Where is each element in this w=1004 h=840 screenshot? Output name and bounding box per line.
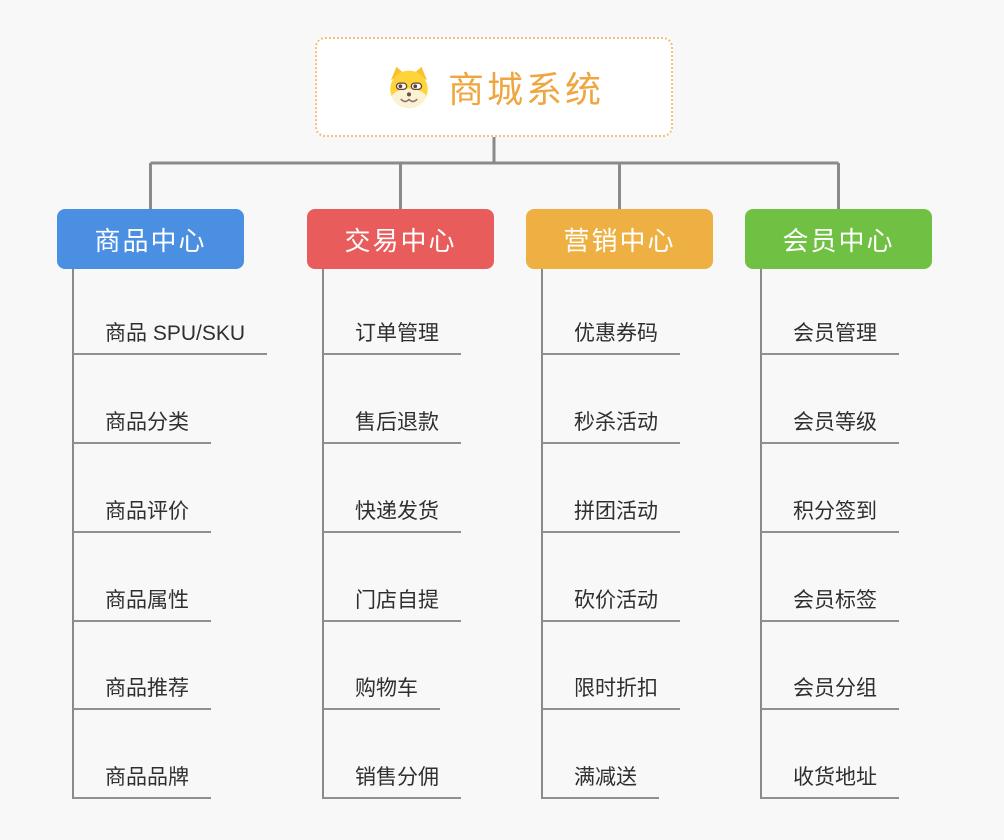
leaf-label: 限时折扣 — [574, 677, 658, 700]
leaf-label: 会员管理 — [793, 322, 877, 345]
leaf-label: 会员标签 — [793, 589, 877, 612]
leaf-label: 积分签到 — [793, 500, 877, 523]
leaf-item[interactable]: 商品 SPU/SKU — [73, 317, 268, 355]
leaf-item[interactable]: 优惠券码 — [542, 317, 680, 355]
branch-spine-line — [72, 269, 74, 799]
branch-node-3[interactable]: 营销中心 — [526, 209, 713, 269]
leaf-label: 会员等级 — [793, 411, 877, 434]
leaf-label: 商品 SPU/SKU — [105, 322, 246, 345]
leaf-item[interactable]: 砍价活动 — [542, 584, 680, 622]
branch-label: 商品中心 — [94, 225, 207, 256]
leaf-item[interactable]: 会员标签 — [761, 584, 899, 622]
leaf-item[interactable]: 快递发货 — [323, 495, 461, 533]
leaf-item[interactable]: 订单管理 — [323, 317, 461, 355]
leaf-label: 商品属性 — [105, 589, 189, 612]
leaf-label: 优惠券码 — [574, 322, 658, 345]
leaf-label: 商品分类 — [105, 411, 189, 434]
leaf-item[interactable]: 售后退款 — [323, 406, 461, 444]
leaf-item[interactable]: 拼团活动 — [542, 495, 680, 533]
dog-icon — [390, 66, 428, 109]
branch-label: 交易中心 — [344, 225, 457, 256]
leaf-item[interactable]: 会员管理 — [761, 317, 899, 355]
leaf-item[interactable]: 限时折扣 — [542, 672, 680, 710]
leaf-label: 商品评价 — [105, 500, 189, 523]
branch-node-2[interactable]: 交易中心 — [307, 209, 494, 269]
branch-label: 会员中心 — [782, 225, 895, 256]
leaf-item[interactable]: 销售分佣 — [323, 761, 461, 799]
leaf-label: 售后退款 — [355, 411, 439, 434]
leaf-label: 满减送 — [574, 766, 637, 789]
leaf-label: 秒杀活动 — [574, 411, 658, 434]
leaf-item[interactable]: 商品推荐 — [73, 672, 211, 710]
leaf-item[interactable]: 门店自提 — [323, 584, 461, 622]
leaf-item[interactable]: 会员分组 — [761, 672, 899, 710]
leaf-item[interactable]: 秒杀活动 — [542, 406, 680, 444]
leaf-label: 商品品牌 — [105, 766, 189, 789]
leaf-label: 销售分佣 — [355, 766, 439, 789]
branch-label: 营销中心 — [563, 225, 676, 256]
leaf-item[interactable]: 商品分类 — [73, 406, 211, 444]
leaf-item[interactable]: 商品评价 — [73, 495, 211, 533]
branch-spine-line — [541, 269, 543, 799]
leaf-label: 订单管理 — [355, 322, 439, 345]
leaf-item[interactable]: 积分签到 — [761, 495, 899, 533]
leaf-label: 砍价活动 — [574, 589, 658, 612]
leaf-label: 快递发货 — [355, 500, 439, 523]
leaf-label: 门店自提 — [355, 589, 439, 612]
leaf-item[interactable]: 商品属性 — [73, 584, 211, 622]
branch-spine-line — [322, 269, 324, 799]
leaf-label: 商品推荐 — [105, 677, 189, 700]
root-title: 商城系统 — [447, 69, 604, 110]
leaf-item[interactable]: 商品品牌 — [73, 761, 211, 799]
branch-spine-line — [760, 269, 762, 799]
leaf-item[interactable]: 满减送 — [542, 761, 659, 799]
leaf-item[interactable]: 会员等级 — [761, 406, 899, 444]
leaf-label: 收货地址 — [793, 766, 877, 789]
branch-node-4[interactable]: 会员中心 — [745, 209, 932, 269]
root-node[interactable]: 商城系统 — [315, 37, 673, 137]
leaf-label: 拼团活动 — [574, 500, 658, 523]
leaf-label: 购物车 — [355, 677, 418, 700]
leaf-label: 会员分组 — [793, 677, 877, 700]
leaf-item[interactable]: 收货地址 — [761, 761, 899, 799]
leaf-item[interactable]: 购物车 — [323, 672, 440, 710]
branch-node-1[interactable]: 商品中心 — [57, 209, 244, 269]
